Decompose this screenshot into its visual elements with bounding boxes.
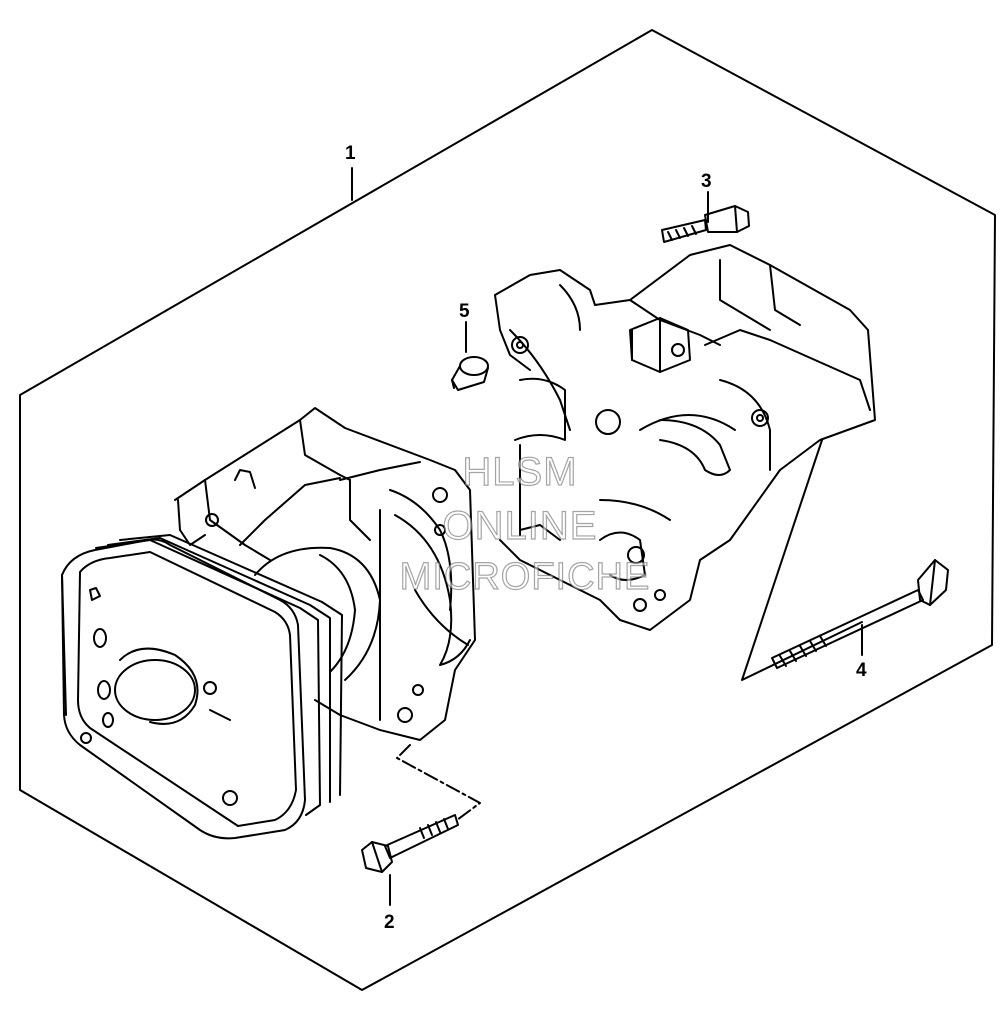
watermark-line-3: MICROFICHE <box>399 556 651 598</box>
cylinder-barrel <box>174 407 476 741</box>
dowel-pin-icon <box>451 356 489 391</box>
assembly-boundary <box>19 29 996 991</box>
callout-4: 4 <box>856 660 867 681</box>
watermark-line-1: HLSM <box>462 450 578 494</box>
crankcase-icon <box>494 244 876 631</box>
callout-1: 1 <box>345 143 356 164</box>
callout-2: 2 <box>384 912 395 933</box>
cylinder-head-icon <box>61 534 343 840</box>
callout-5: 5 <box>459 301 470 322</box>
watermark-line-2: ONLINE <box>442 504 598 548</box>
bolt-icon <box>771 559 949 669</box>
dash-dot-line-2 <box>396 744 481 821</box>
bolt-icon <box>661 205 750 243</box>
bolt-icon <box>361 814 459 873</box>
leader-line-4-zigzag <box>741 439 863 681</box>
callout-3: 3 <box>701 171 712 192</box>
